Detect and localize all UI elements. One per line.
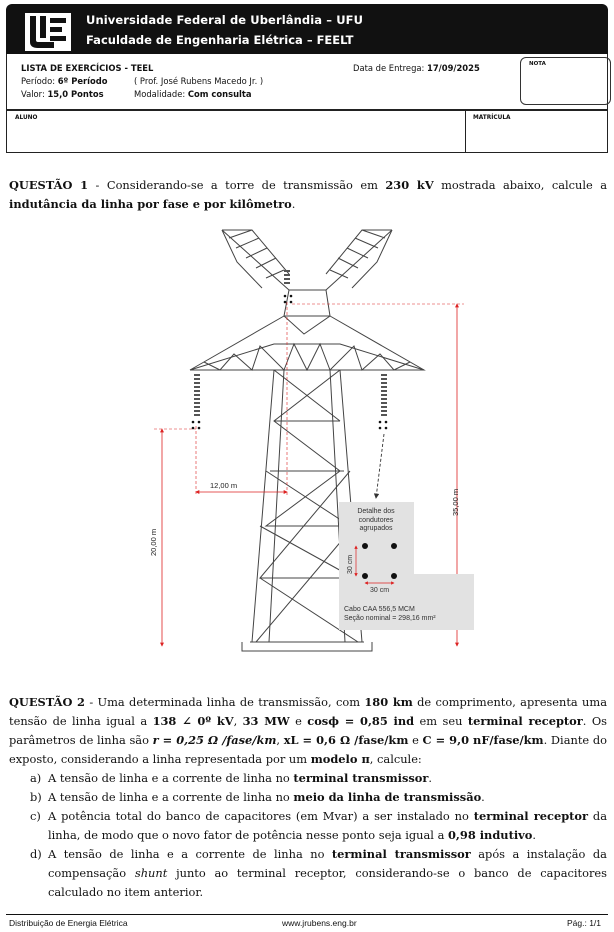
question-1: QUESTÃO 1 - Considerando-se a torre de t… xyxy=(9,176,607,214)
item-text: A tensão de linha e a corrente de linha … xyxy=(48,847,332,861)
q2-bold: cosϕ = 0,85 ind xyxy=(307,714,415,728)
question-2: QUESTÃO 2 - Uma determinada linha de tra… xyxy=(9,693,607,769)
item-text: A potência total do banco de capacitores… xyxy=(48,809,474,823)
dim-horizontal-label: 12,00 m xyxy=(210,481,237,490)
q2-text: em seu xyxy=(414,714,468,728)
cable-spec: Cabo CAA 556,5 MCM xyxy=(344,606,415,613)
q2-bold: 138 ∠ 0º kV xyxy=(152,714,234,728)
tower-structure xyxy=(189,229,426,652)
item-bold: meio da linha de transmissão xyxy=(293,790,482,804)
item-bold: terminal transmissor xyxy=(331,847,471,861)
dim-right-label: 35,00 m xyxy=(451,489,460,516)
q2-bold: r = 0,25 Ω /fase/km xyxy=(152,733,277,747)
value-label: Valor: xyxy=(21,89,45,99)
question-2-prefix: QUESTÃO 2 xyxy=(9,695,85,709)
student-label: ALUNO xyxy=(15,115,38,121)
detail-arrow xyxy=(373,433,385,499)
list-item: d) A tensão de linha e a corrente de lin… xyxy=(9,845,607,902)
info-box: LISTA DE EXERCÍCIOS - TEEL Período: 6º P… xyxy=(6,54,611,110)
list-item: a) A tensão de linha e a corrente de lin… xyxy=(9,769,607,788)
q2-bold: terminal receptor xyxy=(467,714,583,728)
footer-divider xyxy=(6,914,608,915)
item-bold: terminal transmissor xyxy=(293,771,429,785)
q2-bold: 33 MW xyxy=(242,714,290,728)
footer-page: Pág.: 1/1 xyxy=(567,918,602,928)
q2-text: . Os parâmetros de linha são xyxy=(9,714,608,747)
header-banner: Universidade Federal de Uberlândia – UFU… xyxy=(6,4,608,54)
period-value: 6º Período xyxy=(57,76,108,86)
value-value: 15,0 Pontos xyxy=(47,89,104,99)
footer-website: www.jrubens.eng.br xyxy=(282,918,357,928)
q1-text: mostrada abaixo, calcule a xyxy=(433,178,607,192)
item-text: A tensão de linha e a corrente de linha … xyxy=(48,790,294,804)
transmission-tower-figure: 12,00 m 20,00 m 35,00 m Detalhe dos cond… xyxy=(149,229,474,652)
q2-bold: 180 km xyxy=(364,695,413,709)
detail-horizontal-label: 30 cm xyxy=(370,587,389,594)
item-text: da linha, de modo que o novo fator de po… xyxy=(48,809,607,842)
detail-title-2: condutores xyxy=(359,517,394,524)
cable-section: Seção nominal = 298,16 mm² xyxy=(344,615,436,622)
detail-box xyxy=(339,502,474,630)
item-text: . xyxy=(428,771,433,785)
item-label: b) xyxy=(30,790,42,804)
q2-text: - Uma determinada linha de transmissão, … xyxy=(84,695,365,709)
modality-row: Modalidade: Com consulta xyxy=(134,89,252,99)
due-label: Data de Entrega: xyxy=(353,63,425,73)
item-text: A tensão de linha e a corrente de linha … xyxy=(48,771,294,785)
q1-bold: 230 kV xyxy=(385,178,434,192)
period-label: Período: xyxy=(21,76,56,86)
detail-title-1: Detalhe dos xyxy=(357,508,395,515)
grade-label: NOTA xyxy=(529,61,546,67)
q2-text: . Diante do exposto, considerando a linh… xyxy=(9,733,607,766)
list-title: LISTA DE EXERCÍCIOS - TEEL xyxy=(21,63,154,73)
q2-text: e xyxy=(289,714,308,728)
q2-text: de comprimento, apresenta uma tensão de … xyxy=(9,695,607,728)
item-bold: 0,98 indutivo xyxy=(448,828,533,842)
modality-value: Com consulta xyxy=(187,89,252,99)
item-bold: terminal receptor xyxy=(473,809,589,823)
item-label: d) xyxy=(30,847,42,861)
item-label: a) xyxy=(30,771,42,785)
q2-bold: C = 9,0 nF/fase/km xyxy=(422,733,544,747)
insulator-strings xyxy=(191,270,388,430)
q2-text: , xyxy=(233,714,243,728)
modality-label: Modalidade: xyxy=(134,89,186,99)
bundled-conductors xyxy=(362,543,397,579)
detail-vertical-label: 30 cm xyxy=(347,555,354,574)
period-row: Período: 6º Período xyxy=(21,76,108,86)
value-row: Valor: 15,0 Pontos xyxy=(21,89,104,99)
q2-text: e xyxy=(408,733,423,747)
university-name: Universidade Federal de Uberlândia – UFU xyxy=(86,13,364,27)
due-date-row: Data de Entrega: 17/09/2025 xyxy=(353,63,480,73)
item-text: após a instalação da compensação xyxy=(48,847,607,880)
faculty-name: Faculdade de Engenharia Elétrica – FEELT xyxy=(86,33,354,47)
dim-left-label: 20,00 m xyxy=(149,529,158,556)
item-text: junto ao terminal receptor, considerando… xyxy=(48,866,607,899)
ufu-logo xyxy=(25,13,71,51)
q2-text: , calcule: xyxy=(369,752,422,766)
footer-course: Distribuição de Energia Elétrica xyxy=(9,918,128,928)
list-item: c) A potência total do banco de capacito… xyxy=(9,807,607,845)
student-divider xyxy=(465,111,466,152)
question-2-items: a) A tensão de linha e a corrente de lin… xyxy=(9,769,607,902)
item-text: . xyxy=(532,828,536,842)
grade-box: NOTA xyxy=(520,57,611,105)
due-value: 17/09/2025 xyxy=(427,63,480,73)
question-1-prefix: QUESTÃO 1 xyxy=(9,178,89,192)
student-box: ALUNO MATRÍCULA xyxy=(6,110,608,153)
item-italic: shunt xyxy=(134,866,168,880)
q2-bold: modelo π xyxy=(310,752,370,766)
list-item: b) A tensão de linha e a corrente de lin… xyxy=(9,788,607,807)
q1-text: . xyxy=(291,197,296,211)
q1-bold: indutância da linha por fase e por kilôm… xyxy=(9,197,292,211)
q2-text: , xyxy=(276,733,284,747)
registration-label: MATRÍCULA xyxy=(473,115,511,121)
q1-text: - Considerando-se a torre de transmissão… xyxy=(88,178,386,192)
detail-title-3: agrupados xyxy=(359,525,393,532)
item-label: c) xyxy=(30,809,41,823)
professor: ( Prof. José Rubens Macedo Jr. ) xyxy=(134,76,264,86)
q2-bold: xL = 0,6 Ω /fase/km xyxy=(283,733,409,747)
item-text: . xyxy=(481,790,485,804)
